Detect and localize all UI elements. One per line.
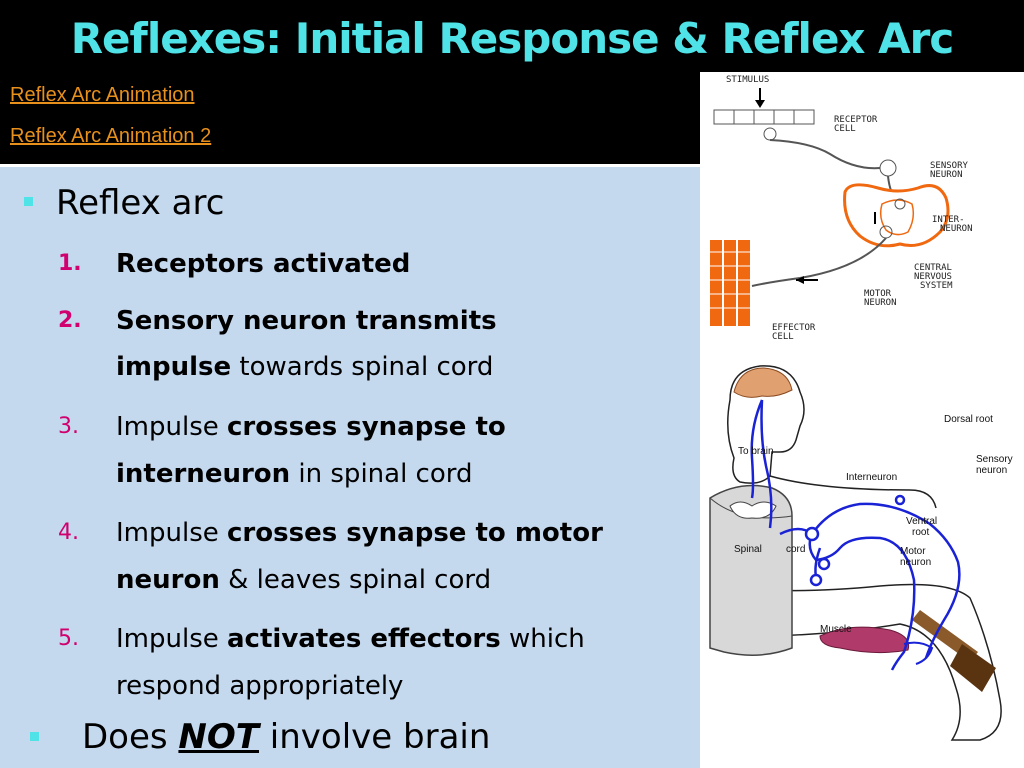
ventral-label: Ventral xyxy=(906,516,938,527)
interneuron-label-2: Interneuron xyxy=(846,472,898,483)
bullet-marker xyxy=(24,197,33,206)
step-number: 2. xyxy=(58,308,82,333)
knee-reflex-illustration xyxy=(709,365,1002,741)
step-2-line-2: impulse towards spinal cord xyxy=(116,352,494,382)
effector-cell-label: CELL xyxy=(772,332,794,342)
receptor-label: RECEPTOR xyxy=(834,115,878,125)
slide-title: Reflexes: Initial Response & Reflex Arc xyxy=(70,14,955,63)
step-4-line-2: neuron & leaves spinal cord xyxy=(116,565,492,595)
spinal-label: Spinal xyxy=(734,544,762,555)
sensory-label: SENSORY xyxy=(930,161,968,171)
muscle-label: Muscle xyxy=(820,624,852,635)
step-3-line-2: interneuron in spinal cord xyxy=(116,459,473,489)
step-number: 4. xyxy=(58,520,79,545)
reflex-arc-schematic xyxy=(710,88,950,326)
reflex-arc-animation-link[interactable]: Reflex Arc Animation xyxy=(10,84,195,106)
motor-label-2: Motor xyxy=(900,546,926,557)
content-panel: Reflex arc 1. Receptors activated 2. Sen… xyxy=(0,164,700,768)
ventral-root-label: root xyxy=(912,527,930,538)
inter-label: INTER- xyxy=(932,215,965,225)
step-5-line-2: respond appropriately xyxy=(116,671,404,701)
step-number: 5. xyxy=(58,626,79,651)
step-3-line-1: Impulse crosses synapse to xyxy=(116,412,506,442)
cell-label: CELL xyxy=(834,124,856,134)
sensory-neuron-label-2: neuron xyxy=(976,465,1008,476)
interneuron-label: NEURON xyxy=(940,224,973,234)
nervous-label: NERVOUS xyxy=(914,272,952,282)
system-label: SYSTEM xyxy=(920,281,953,291)
step-1-text: Receptors activated xyxy=(116,249,411,279)
main-bullet-text: Reflex arc xyxy=(56,183,225,223)
dorsal-root-label: Dorsal root xyxy=(944,414,993,425)
reflex-arc-diagram: STIMULUS RECEPTOR CELL SENSORY NEURON IN… xyxy=(700,72,1024,768)
motor-label: MOTOR xyxy=(864,289,892,299)
animation-links: Reflex Arc Animation Reflex Arc Animatio… xyxy=(10,84,211,166)
sensory-label-2: Sensory xyxy=(976,454,1013,465)
last-bullet-text: Does NOT involve brain xyxy=(82,717,491,757)
step-2-line-1: Sensory neuron transmits xyxy=(116,306,497,336)
step-4-line-1: Impulse crosses synapse to motor xyxy=(116,518,603,548)
to-brain-label: To brain xyxy=(738,446,774,457)
central-label: CENTRAL xyxy=(914,263,952,273)
step-number: 3. xyxy=(58,414,79,439)
reflex-arc-animation-2-link[interactable]: Reflex Arc Animation 2 xyxy=(10,125,212,147)
stimulus-label: STIMULUS xyxy=(726,75,770,85)
step-5-line-1: Impulse activates effectors which xyxy=(116,624,585,654)
motor-neuron-label-2: neuron xyxy=(900,557,932,568)
step-number: 1. xyxy=(58,251,82,276)
motor-neuron-label: NEURON xyxy=(864,298,897,308)
effector-label: EFFECTOR xyxy=(772,323,816,333)
bullet-marker xyxy=(30,732,39,741)
sensory-neuron-label: NEURON xyxy=(930,170,963,180)
cord-label: cord xyxy=(786,544,806,555)
